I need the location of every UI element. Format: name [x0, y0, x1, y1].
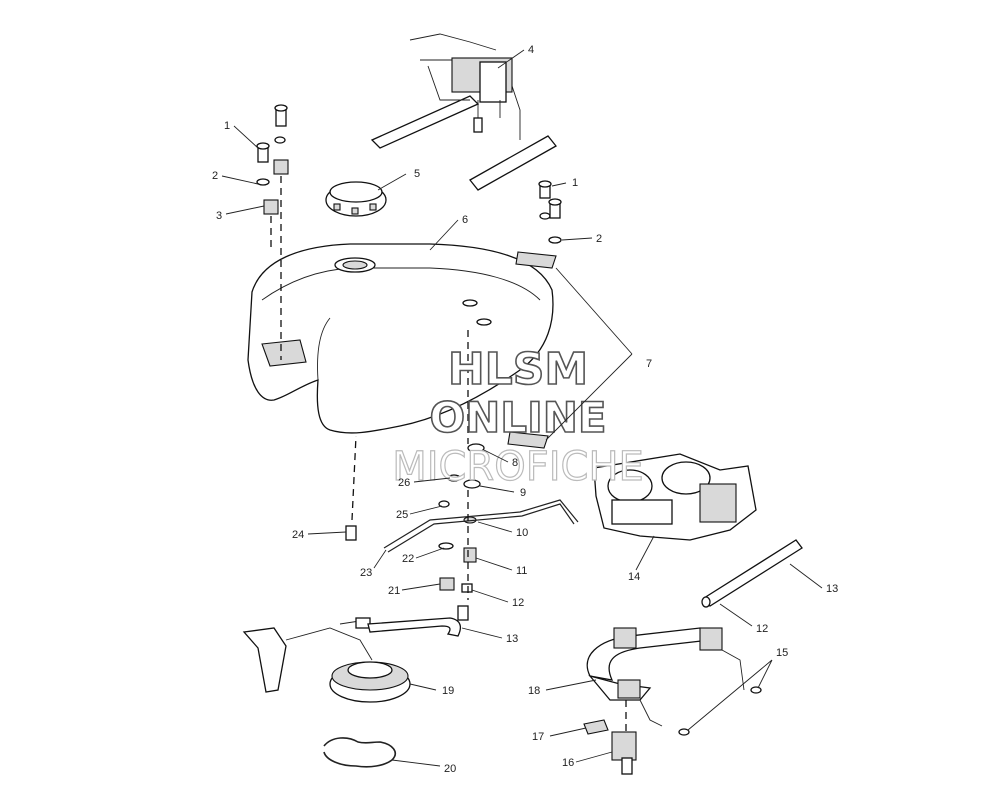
callout-10: 10 — [516, 527, 528, 539]
callout-1-top-left: 1 — [224, 120, 230, 132]
callout-16: 16 — [562, 757, 574, 769]
fuel-line-lower — [367, 605, 469, 637]
callout-18: 18 — [528, 685, 540, 697]
throttle-body — [593, 453, 757, 541]
fuel-rail-assembly — [583, 627, 762, 775]
retaining-ring — [323, 737, 396, 768]
callout-5: 5 — [414, 168, 420, 180]
callout-labels: 1 2 3 4 5 6 1 2 7 8 9 10 11 12 13 14 13 … — [212, 44, 838, 775]
watermark-line-1: HLSM — [448, 344, 588, 395]
callout-8: 8 — [512, 457, 518, 469]
callout-9: 9 — [520, 487, 526, 499]
fuel-pump-assembly — [370, 33, 557, 191]
callout-14: 14 — [628, 571, 640, 583]
fuel-tank — [247, 243, 554, 434]
callout-2-left: 2 — [212, 170, 218, 182]
watermark: HLSM ONLINE MICROFICHE — [392, 343, 645, 490]
callout-26: 26 — [398, 477, 410, 489]
callout-12-right: 12 — [756, 623, 768, 635]
callout-19: 19 — [442, 685, 454, 697]
callout-20: 20 — [444, 763, 456, 775]
callout-3: 3 — [216, 210, 222, 222]
watermark-line-2: ONLINE — [429, 393, 606, 442]
callout-12-left: 12 — [512, 597, 524, 609]
callout-23: 23 — [360, 567, 372, 579]
callout-15: 15 — [776, 647, 788, 659]
callout-13-left: 13 — [506, 633, 518, 645]
callout-24: 24 — [292, 529, 304, 541]
callout-17: 17 — [532, 731, 544, 743]
callout-7: 7 — [646, 358, 652, 370]
fuel-pump-module — [242, 617, 411, 703]
left-fasteners — [256, 104, 289, 360]
callout-6: 6 — [462, 214, 468, 226]
callout-13-right: 13 — [826, 583, 838, 595]
callout-1-right: 1 — [572, 177, 578, 189]
leader-lines — [221, 49, 823, 767]
watermark-line-3: MICROFICHE — [392, 444, 644, 490]
fuel-rail-line — [701, 539, 803, 608]
callout-25: 25 — [396, 509, 408, 521]
callout-4: 4 — [528, 44, 534, 56]
callout-11: 11 — [516, 565, 527, 577]
callout-2-right: 2 — [596, 233, 602, 245]
callout-22: 22 — [402, 553, 414, 565]
right-fasteners — [507, 180, 562, 449]
callout-21: 21 — [388, 585, 400, 597]
tank-cap — [325, 181, 387, 217]
